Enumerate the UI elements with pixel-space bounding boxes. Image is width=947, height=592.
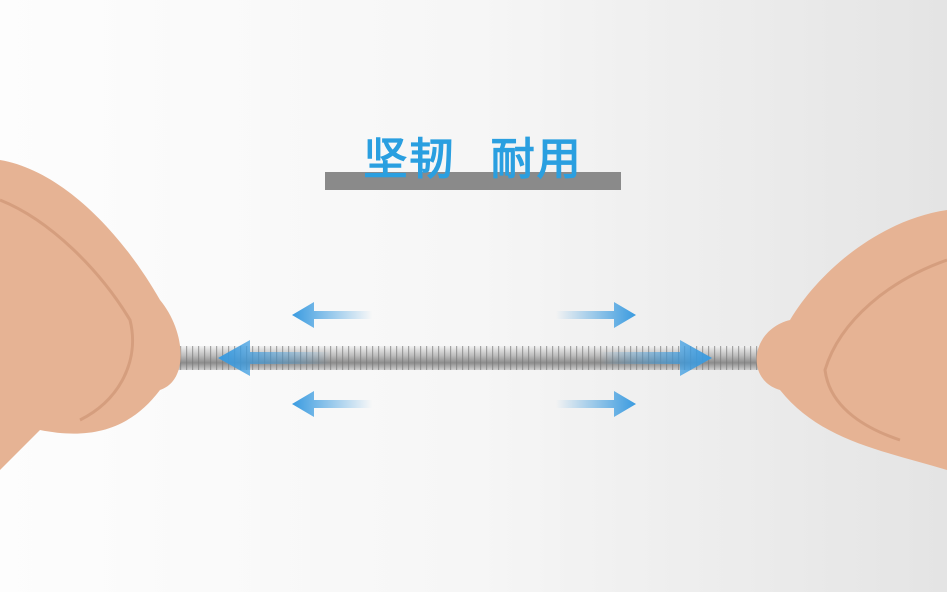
arrow-right-icon [600, 340, 712, 376]
stretch-arrows [218, 302, 712, 417]
arrow-left-icon [218, 340, 330, 376]
arrow-left-icon [292, 302, 372, 328]
right-hand [756, 210, 947, 470]
headline: 坚韧 耐用 [363, 134, 583, 185]
arrow-left-icon [292, 391, 372, 417]
arrow-right-icon [556, 391, 636, 417]
left-hand [0, 160, 181, 470]
arrow-right-icon [556, 302, 636, 328]
title-underline-bar [325, 172, 621, 190]
